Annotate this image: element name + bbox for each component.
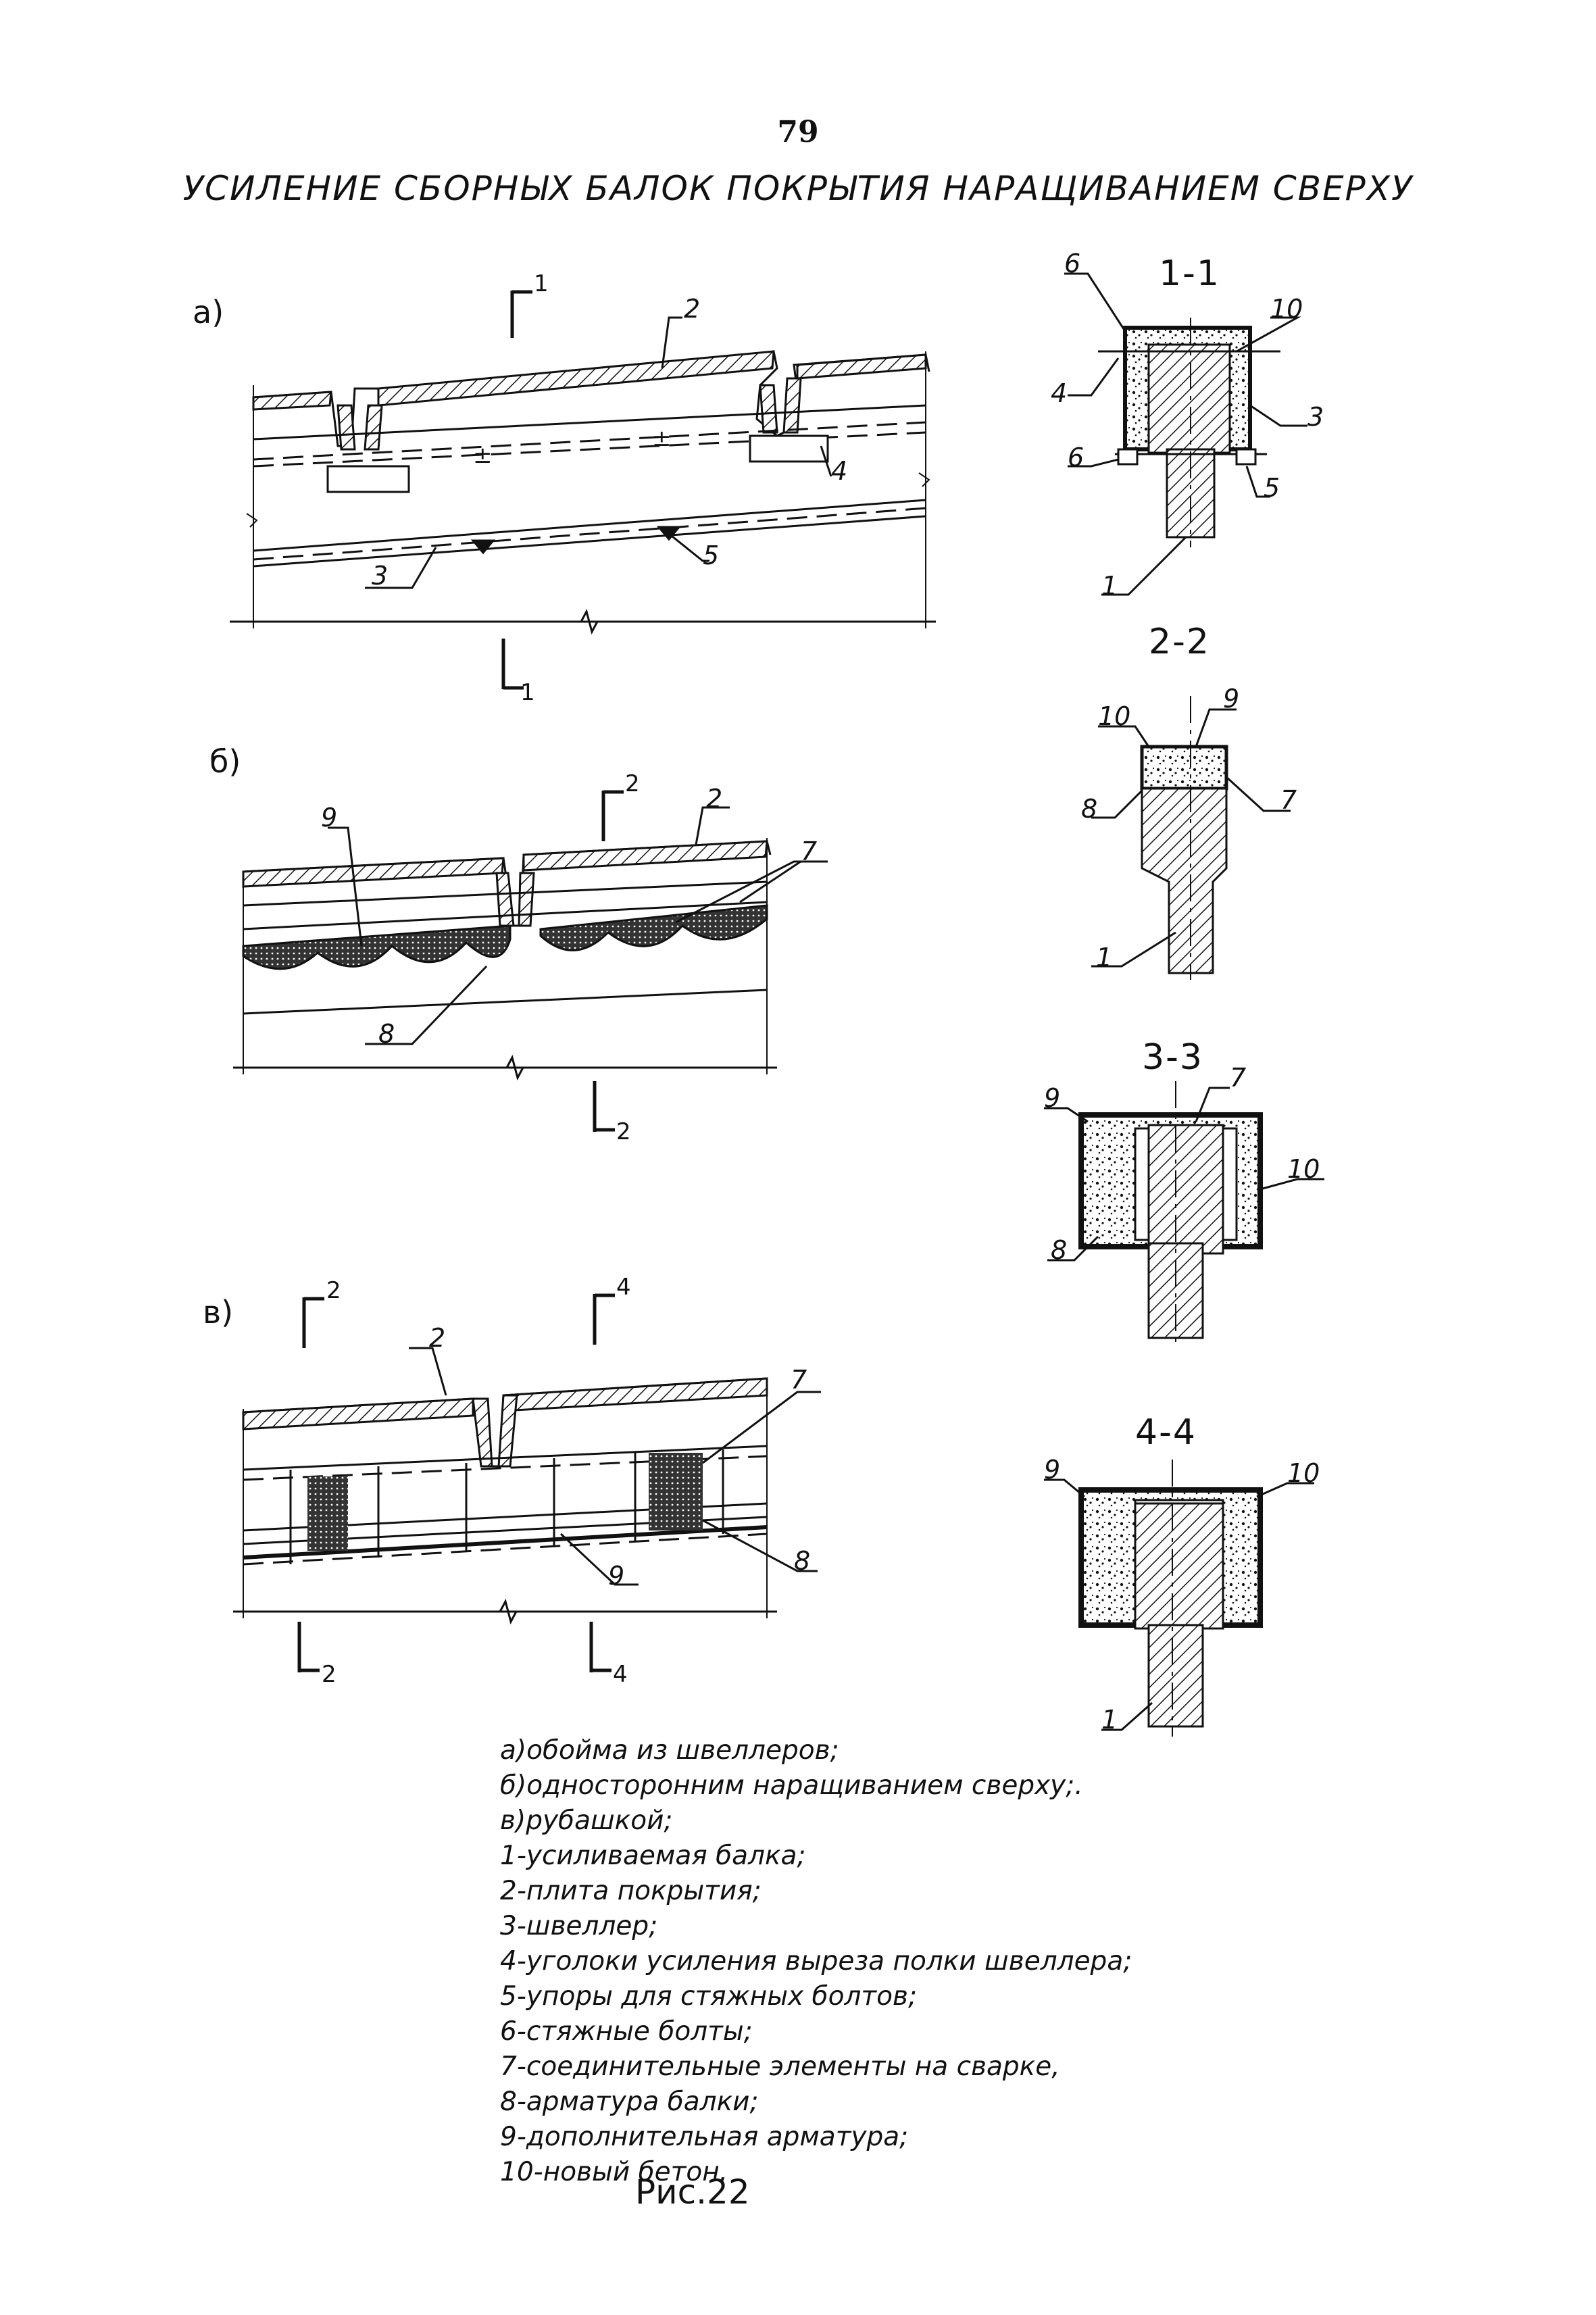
cut-number: 2 (326, 1277, 341, 1304)
legend-item: 9-дополнительная арматура; (500, 2122, 909, 2152)
cut-number: 2 (616, 1118, 631, 1145)
callout-9: 9 (1044, 1083, 1061, 1113)
callout-7: 7 (1280, 785, 1297, 815)
section-3-3 (1044, 1081, 1324, 1345)
legend-item: 3-швеллер; (500, 1911, 658, 1941)
view-label-a: а) (193, 294, 224, 330)
callout-10: 10 (1287, 1458, 1320, 1488)
cut-mark-2-bottom-v (297, 1622, 320, 1672)
callout-6: 6 (1068, 443, 1084, 472)
view-v (233, 1293, 821, 1672)
callout-9: 9 (1223, 684, 1240, 714)
callout-3: 3 (372, 561, 389, 591)
svg-text:±: ± (652, 425, 672, 452)
cut-mark-1-bottom (501, 639, 524, 690)
callout-1: 1 (1096, 943, 1113, 972)
slab-main-hatch (377, 350, 775, 407)
cut-number: 4 (613, 1661, 628, 1688)
legend-item: 7-соединительные элементы на сварке, (500, 2051, 1060, 2082)
callout-8: 8 (378, 1019, 395, 1049)
callout-7: 7 (791, 1365, 807, 1395)
callout-1: 1 (1101, 571, 1118, 601)
view-label-b: б) (209, 743, 241, 780)
page-number: 79 (777, 115, 819, 149)
legend-item: 6-стяжные болты; (500, 2016, 753, 2047)
cut-mark-2-top-v (302, 1297, 324, 1348)
callout-7: 7 (1230, 1063, 1247, 1093)
callout-2: 2 (684, 294, 701, 324)
callout-9: 9 (608, 1561, 625, 1591)
callout-9: 9 (321, 803, 338, 832)
callout-4: 4 (1051, 378, 1068, 408)
callout-5: 5 (703, 541, 720, 570)
cut-mark-2-bottom (593, 1081, 615, 1132)
section-title-4-4: 4-4 (1135, 1412, 1197, 1453)
callout-3: 3 (1307, 402, 1324, 432)
view-b (233, 790, 828, 1132)
svg-text:±: ± (473, 442, 493, 469)
legend-item: 2-плита покрытия; (500, 1876, 762, 1906)
cut-number: 2 (625, 770, 640, 797)
view-label-v: в) (203, 1294, 234, 1330)
section-1-1 (1064, 272, 1307, 596)
callout-10: 10 (1098, 701, 1131, 731)
slab-left-hatch (252, 391, 332, 411)
callout-8: 8 (794, 1546, 811, 1576)
callout-4: 4 (831, 456, 848, 486)
section-4-4 (1044, 1460, 1314, 1737)
section-title-3-3: 3-3 (1142, 1037, 1203, 1078)
section-2-2 (1091, 696, 1291, 980)
cut-mark-1-top (510, 290, 532, 338)
page-title: УСИЛЕНИЕ СБОРНЫХ БАЛОК ПОКРЫТИЯ НАРАЩИВА… (182, 169, 1414, 208)
callout-7: 7 (801, 837, 818, 866)
legend-item: а)обойма из швеллеров; (500, 1735, 839, 1766)
slab-right-hatch (796, 353, 927, 380)
callout-10: 10 (1270, 294, 1303, 324)
callout-8: 8 (1081, 794, 1098, 824)
callout-9: 9 (1044, 1455, 1061, 1485)
legend-item: 10-новый бетон. (500, 2157, 728, 2187)
cut-mark-4-bottom (589, 1622, 612, 1672)
cut-mark-4-top (593, 1293, 615, 1345)
callout-10: 10 (1287, 1154, 1320, 1184)
legend: а)обойма из швеллеров; б)односторонним н… (500, 1733, 1132, 2190)
callout-5: 5 (1264, 473, 1280, 503)
callout-6: 6 (1064, 249, 1081, 278)
callout-2: 2 (706, 784, 723, 814)
cut-number: 4 (616, 1274, 631, 1301)
legend-item: б)односторонним наращиванием сверху;. (500, 1770, 1083, 1801)
cut-mark-2-top (601, 790, 624, 841)
cut-number: 2 (322, 1661, 336, 1688)
legend-item: 1-усиливаемая балка; (500, 1841, 806, 1871)
legend-item: 8-арматура балки; (500, 2087, 759, 2117)
callout-8: 8 (1051, 1235, 1068, 1265)
legend-item: 5-упоры для стяжных болтов; (500, 1981, 918, 2012)
callout-2: 2 (429, 1323, 446, 1353)
legend-item: в)рубашкой; (500, 1806, 673, 1836)
cut-number: 1 (520, 679, 535, 706)
cut-number: 1 (534, 270, 549, 297)
section-title-1-1: 1-1 (1159, 253, 1220, 294)
view-a: ± ± (230, 290, 936, 690)
section-title-2-2: 2-2 (1149, 622, 1210, 662)
figure-caption: Рис.22 (635, 2172, 750, 2212)
callout-1: 1 (1101, 1705, 1118, 1735)
legend-item: 4-уголоки усиления выреза полки швеллера… (500, 1946, 1132, 1976)
